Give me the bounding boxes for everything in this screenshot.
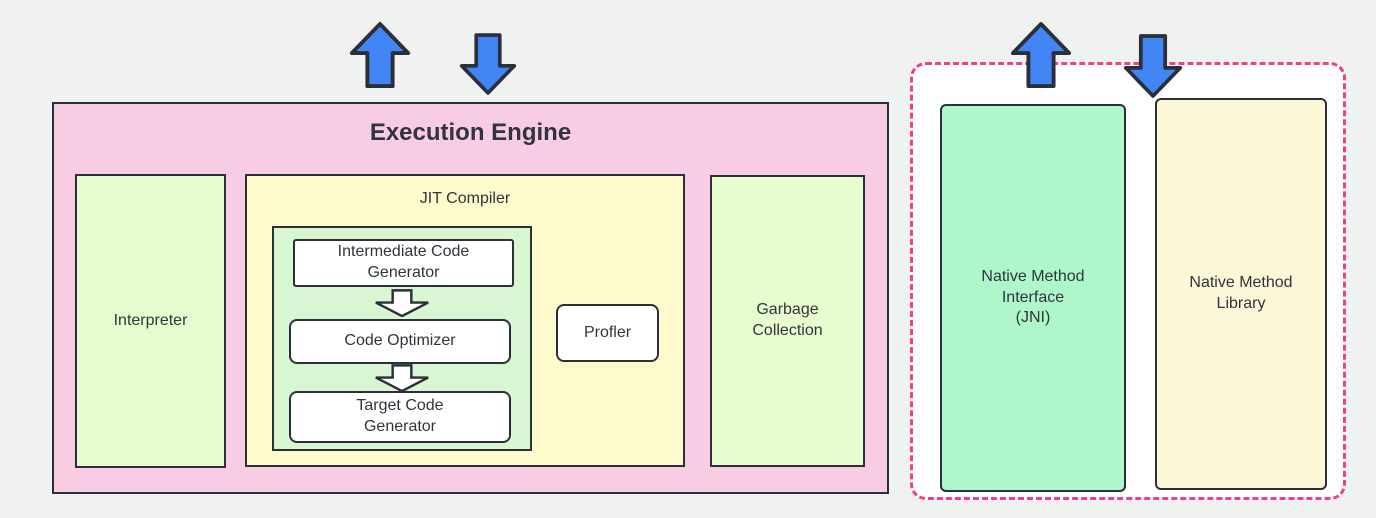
- down-arrow-icon: [459, 29, 517, 99]
- native-method-interface-text: Native Method Interface: [981, 267, 1085, 306]
- code-optimizer-box: Code Optimizer: [289, 319, 511, 364]
- execution-engine-title: Execution Engine: [369, 119, 572, 146]
- code-optimizer-label: Code Optimizer: [344, 332, 456, 350]
- jit-compiler-box: JIT Compiler Intermediate Code Generator…: [245, 174, 685, 467]
- jit-pipeline-panel: Intermediate Code Generator Code Optimiz…: [272, 226, 532, 451]
- down-arrow-icon: [1123, 31, 1183, 101]
- interpreter-box: Interpreter: [75, 174, 226, 468]
- jit-compiler-title: JIT Compiler: [419, 190, 511, 207]
- intermediate-code-generator-label: Intermediate Code Generator: [337, 243, 470, 281]
- native-method-interface-box: Native Method Interface (JNI): [940, 104, 1126, 492]
- up-arrow-icon: [1010, 20, 1072, 90]
- up-arrow-icon: [348, 21, 412, 89]
- native-method-interface-label: Native Method Interface (JNI): [963, 267, 1103, 329]
- jni-abbreviation-text: (JNI): [1015, 309, 1051, 327]
- garbage-collection-box: Garbage Collection: [710, 175, 865, 467]
- interpreter-label: Interpreter: [113, 311, 188, 329]
- profiler-box: Profler: [556, 304, 659, 362]
- target-code-generator-label: Target Code Generator: [356, 397, 444, 435]
- execution-engine-container: Execution Engine Interpreter JIT Compile…: [52, 102, 889, 494]
- profiler-label: Profler: [583, 323, 632, 341]
- native-method-dashed-container: Native Method Interface (JNI) Native Met…: [910, 62, 1346, 500]
- flow-down-arrow-icon: [370, 289, 434, 317]
- native-method-library-box: Native Method Library: [1155, 98, 1327, 490]
- intermediate-code-generator-box: Intermediate Code Generator: [293, 239, 514, 287]
- flow-down-arrow-icon: [370, 364, 434, 392]
- native-method-library-label: Native Method Library: [1189, 274, 1293, 312]
- target-code-generator-box: Target Code Generator: [289, 391, 511, 443]
- garbage-collection-label: Garbage Collection: [752, 301, 823, 339]
